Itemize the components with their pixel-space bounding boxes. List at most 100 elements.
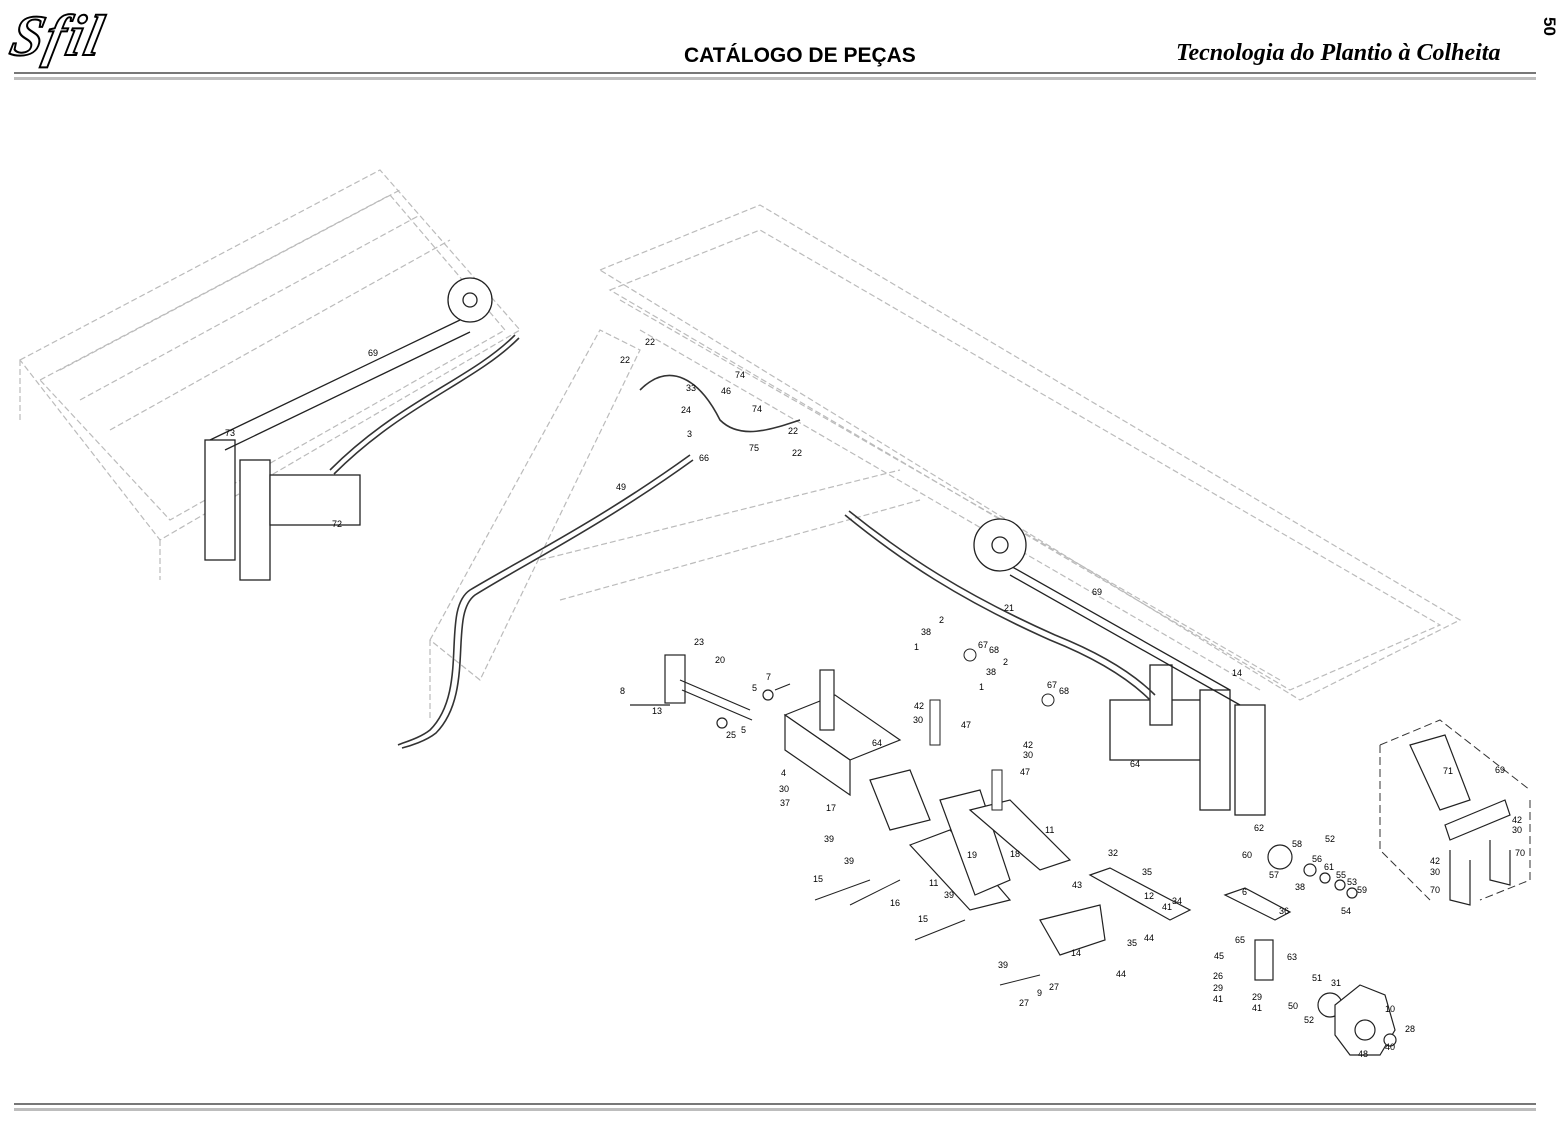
callout-label: 64: [1130, 759, 1140, 769]
callout-label: 41: [1252, 1003, 1262, 1013]
callout-label: 15: [918, 914, 928, 924]
callout-label: 62: [1254, 823, 1264, 833]
right-hitch-bracket: [973, 518, 1266, 816]
callout-label: 65: [1235, 935, 1245, 945]
callout-label: 39: [998, 960, 1008, 970]
catalog-title: CATÁLOGO DE PEÇAS: [684, 44, 916, 67]
footer-rule: [14, 1103, 1536, 1105]
callout-label: 52: [1304, 1015, 1314, 1025]
callout-label: 13: [652, 706, 662, 716]
callout-label: 70: [1515, 848, 1525, 858]
callout-label: 59: [1357, 885, 1367, 895]
callout-label: 12: [1144, 891, 1154, 901]
callout-label: 44: [1144, 933, 1154, 943]
callout-label: 44: [1116, 969, 1126, 979]
callout-label: 29: [1252, 992, 1262, 1002]
callout-label: 72: [332, 519, 342, 529]
callout-label: 49: [616, 482, 626, 492]
page-header: Sfil CATÁLOGO DE PEÇAS Tecnologia do Pla…: [0, 0, 1568, 90]
callout-label: 35: [1127, 938, 1137, 948]
callout-label: 66: [699, 453, 709, 463]
callout-label: 46: [721, 386, 731, 396]
callout-label: 9: [1037, 988, 1042, 998]
callout-label: 8: [620, 686, 625, 696]
callout-label: 50: [1288, 1001, 1298, 1011]
callout-label: 14: [1232, 668, 1242, 678]
callout-label: 26: [1213, 971, 1223, 981]
callout-label: 39: [844, 856, 854, 866]
callout-label: 5: [752, 683, 757, 693]
callout-label: 47: [1020, 767, 1030, 777]
callout-label: 30: [1430, 867, 1440, 877]
callout-label: 63: [1287, 952, 1297, 962]
callout-label: 68: [989, 645, 999, 655]
callout-label: 22: [788, 426, 798, 436]
callout-label: 4: [781, 768, 786, 778]
callout-label: 36: [1279, 906, 1289, 916]
support-arm-parts: [1039, 867, 1292, 981]
callout-label: 14: [1071, 948, 1081, 958]
footer-rule-shadow: [14, 1108, 1536, 1111]
hydraulic-hoses: [329, 334, 1156, 749]
callout-label: 29: [1213, 983, 1223, 993]
callout-label: 25: [726, 730, 736, 740]
callout-label: 7: [766, 672, 771, 682]
callout-label: 38: [921, 627, 931, 637]
callout-label: 22: [792, 448, 802, 458]
callout-label: 67: [1047, 680, 1057, 690]
callout-label: 28: [1405, 1024, 1415, 1034]
callout-label: 58: [1292, 839, 1302, 849]
callout-label: 27: [1019, 998, 1029, 1008]
callout-label: 35: [1142, 867, 1152, 877]
callout-label: 34: [1172, 896, 1182, 906]
callout-label: 3: [687, 429, 692, 439]
inset-support-parts: [1409, 734, 1511, 906]
callout-label: 10: [1385, 1004, 1395, 1014]
callout-label: 39: [824, 834, 834, 844]
left-frame-assembly: [19, 169, 521, 580]
callout-label: 30: [913, 715, 923, 725]
callout-label: 69: [1495, 765, 1505, 775]
callout-label: 18: [1010, 849, 1020, 859]
left-hitch-bracket: [204, 277, 493, 581]
callout-label: 52: [1325, 834, 1335, 844]
callout-label: 32: [1108, 848, 1118, 858]
callout-label: 22: [645, 337, 655, 347]
callout-label: 19: [967, 850, 977, 860]
callout-label: 74: [752, 404, 762, 414]
callout-label: 41: [1162, 902, 1172, 912]
callout-label: 56: [1312, 854, 1322, 864]
callout-label: 20: [715, 655, 725, 665]
callout-label: 47: [961, 720, 971, 730]
callout-label: 68: [1059, 686, 1069, 696]
callout-label: 42: [1512, 815, 1522, 825]
brand-slogan: Tecnologia do Plantio à Colheita: [1176, 40, 1501, 66]
callout-label: 70: [1430, 885, 1440, 895]
callout-label: 24: [681, 405, 691, 415]
callout-label: 30: [1023, 750, 1033, 760]
callout-label: 6: [1242, 887, 1247, 897]
cylinder-assembly: [630, 654, 791, 729]
callout-label: 69: [1092, 587, 1102, 597]
callout-label: 1: [979, 682, 984, 692]
callout-label: 42: [1023, 740, 1033, 750]
callout-label: 11: [929, 878, 938, 888]
callout-label: 23: [694, 637, 704, 647]
callout-label: 41: [1213, 994, 1223, 1004]
callout-label: 61: [1324, 862, 1334, 872]
callout-label: 30: [779, 784, 789, 794]
callout-label: 27: [1049, 982, 1059, 992]
hub-disc-parts: [1267, 844, 1397, 1056]
callout-label: 17: [826, 803, 836, 813]
callout-label: 37: [780, 798, 790, 808]
callout-label: 21: [1004, 603, 1014, 613]
header-rule: [14, 72, 1536, 74]
header-rule-shadow: [14, 77, 1536, 80]
callout-label: 15: [813, 874, 823, 884]
inset-detail-box: [1379, 719, 1531, 901]
callout-label: 5: [741, 725, 746, 735]
callout-label: 38: [986, 667, 996, 677]
callout-label: 2: [1003, 657, 1008, 667]
callout-label: 11: [1045, 825, 1054, 835]
callout-label: 22: [620, 355, 630, 365]
